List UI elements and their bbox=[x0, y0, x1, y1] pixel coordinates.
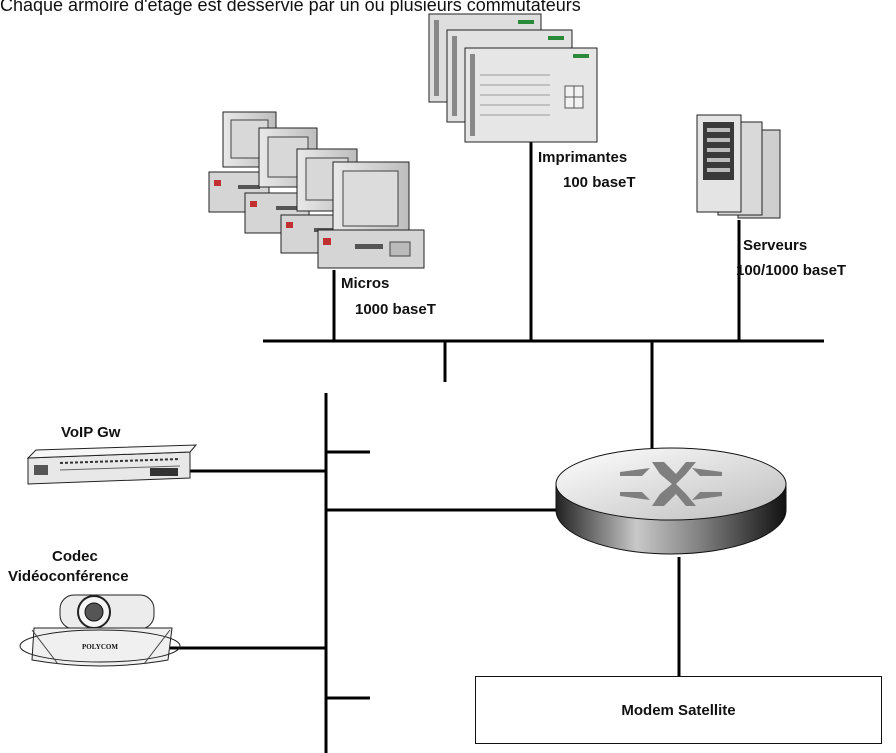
network-links bbox=[170, 140, 824, 753]
diagram-caption: Chaque armoire d'étage est desservie par… bbox=[0, 0, 581, 15]
imprimantes-label: Imprimantes bbox=[538, 149, 628, 166]
micros-label: Micros bbox=[341, 275, 390, 292]
pc-icon bbox=[317, 161, 425, 269]
codec-brand-label: POLYCOM bbox=[82, 643, 118, 651]
servers-icon bbox=[696, 114, 781, 219]
serveurs-label: Serveurs bbox=[743, 237, 808, 254]
codec-videoconference-icon: POLYCOM bbox=[19, 594, 181, 667]
printers-icon bbox=[428, 13, 598, 143]
voip-gateway-icon bbox=[26, 444, 198, 485]
micros-computers-icon bbox=[208, 111, 425, 269]
voip-label: VoIP Gw bbox=[61, 424, 121, 441]
videoconference-label: Vidéoconférence bbox=[8, 568, 129, 585]
micros-speed-label: 1000 baseT bbox=[355, 301, 436, 318]
modem-satellite-label: Modem Satellite bbox=[621, 701, 736, 719]
codec-label: Codec bbox=[52, 548, 98, 565]
router-icon bbox=[555, 447, 787, 555]
imprimantes-speed-label: 100 baseT bbox=[563, 174, 636, 191]
modem-satellite-box: Modem Satellite bbox=[475, 676, 882, 744]
serveurs-speed-label: 100/1000 baseT bbox=[736, 262, 847, 279]
